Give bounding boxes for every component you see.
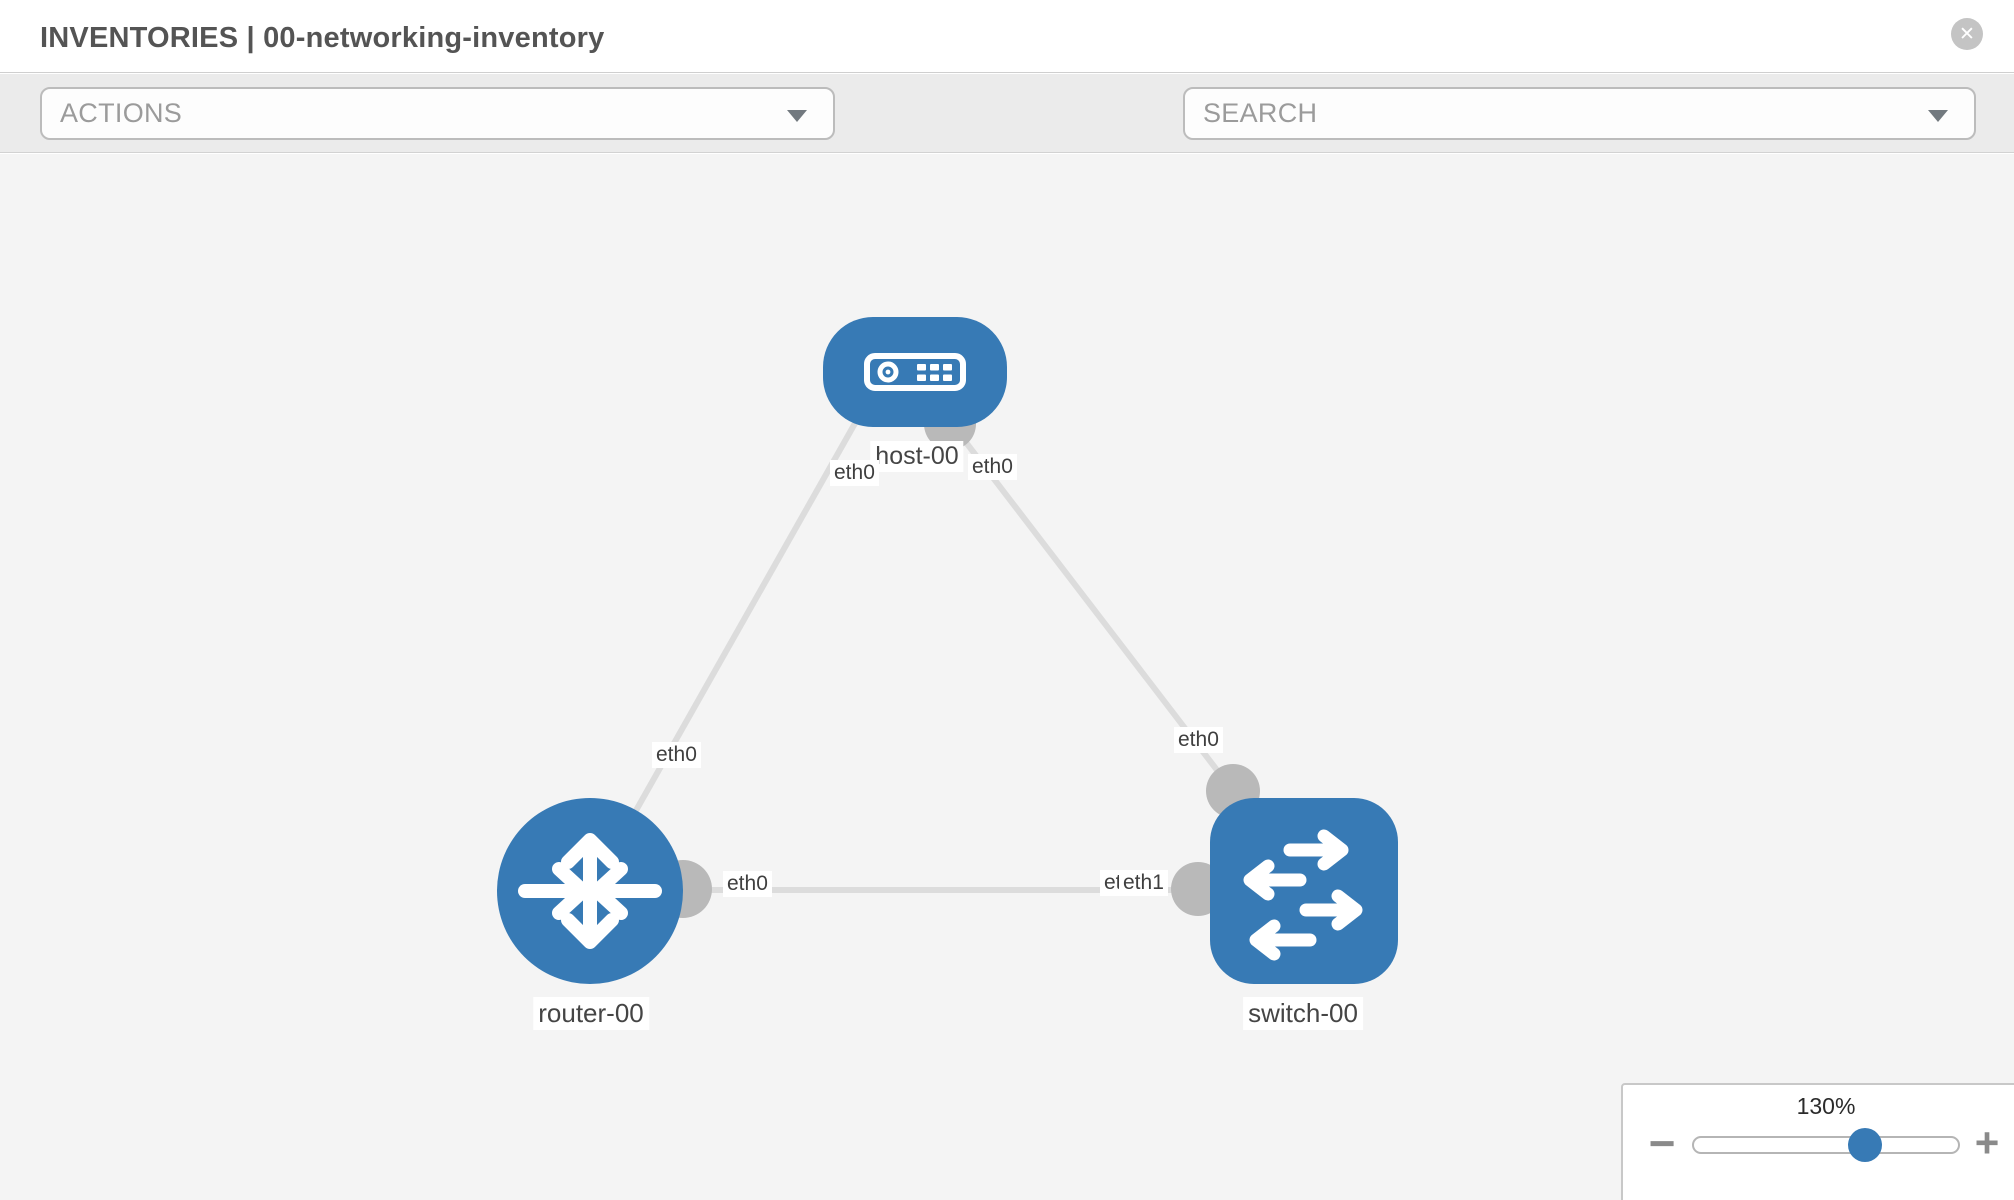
- interface-label: eth0: [1174, 727, 1223, 753]
- zoom-level: 130%: [1796, 1093, 1856, 1119]
- actions-dropdown-label: ACTIONS: [60, 98, 183, 128]
- interface-label: eth0: [652, 742, 701, 768]
- topology-canvas[interactable]: host-00 router-00 switch-00 eth0 eth0 et…: [0, 154, 2014, 1200]
- zoom-panel: 130% − +: [1621, 1083, 2014, 1200]
- search-dropdown[interactable]: SEARCH: [1183, 87, 1976, 140]
- zoom-out-button[interactable]: −: [1645, 1117, 1679, 1169]
- minus-icon: −: [1648, 1117, 1676, 1169]
- toolbar: ACTIONS SEARCH: [0, 74, 2014, 211]
- close-button[interactable]: ✕: [1951, 18, 1983, 50]
- header: INVENTORIES | 00-networking-inventory ✕: [0, 0, 2014, 73]
- plus-icon: +: [1974, 1119, 2000, 1166]
- switch-icon: [1243, 829, 1363, 961]
- host-icon: [864, 353, 966, 391]
- node-host-00[interactable]: [823, 317, 1007, 427]
- router-icon: [518, 833, 662, 949]
- link-host-router[interactable]: [605, 416, 861, 862]
- node-router-00[interactable]: [497, 798, 683, 984]
- interface-label: eth0: [968, 454, 1017, 480]
- interface-label: eth0: [723, 871, 772, 897]
- interface-label: eth0: [830, 460, 879, 486]
- chevron-down-icon: [787, 110, 807, 122]
- page-title: INVENTORIES | 00-networking-inventory: [40, 22, 605, 54]
- actions-dropdown[interactable]: ACTIONS: [40, 87, 835, 140]
- chevron-down-icon: [1928, 110, 1948, 122]
- zoom-slider-track[interactable]: [1692, 1136, 1960, 1154]
- node-label-host: host-00: [870, 441, 964, 472]
- interface-label: eth1: [1119, 870, 1168, 896]
- topology-links-layer: [605, 398, 1260, 918]
- close-icon: ✕: [1959, 23, 1975, 45]
- search-input-placeholder: SEARCH: [1203, 98, 1318, 128]
- zoom-slider-handle[interactable]: [1848, 1128, 1882, 1162]
- node-label-switch: switch-00: [1243, 997, 1363, 1030]
- node-switch-00[interactable]: [1210, 798, 1398, 984]
- zoom-in-button[interactable]: +: [1970, 1119, 2004, 1166]
- node-label-router: router-00: [533, 997, 649, 1030]
